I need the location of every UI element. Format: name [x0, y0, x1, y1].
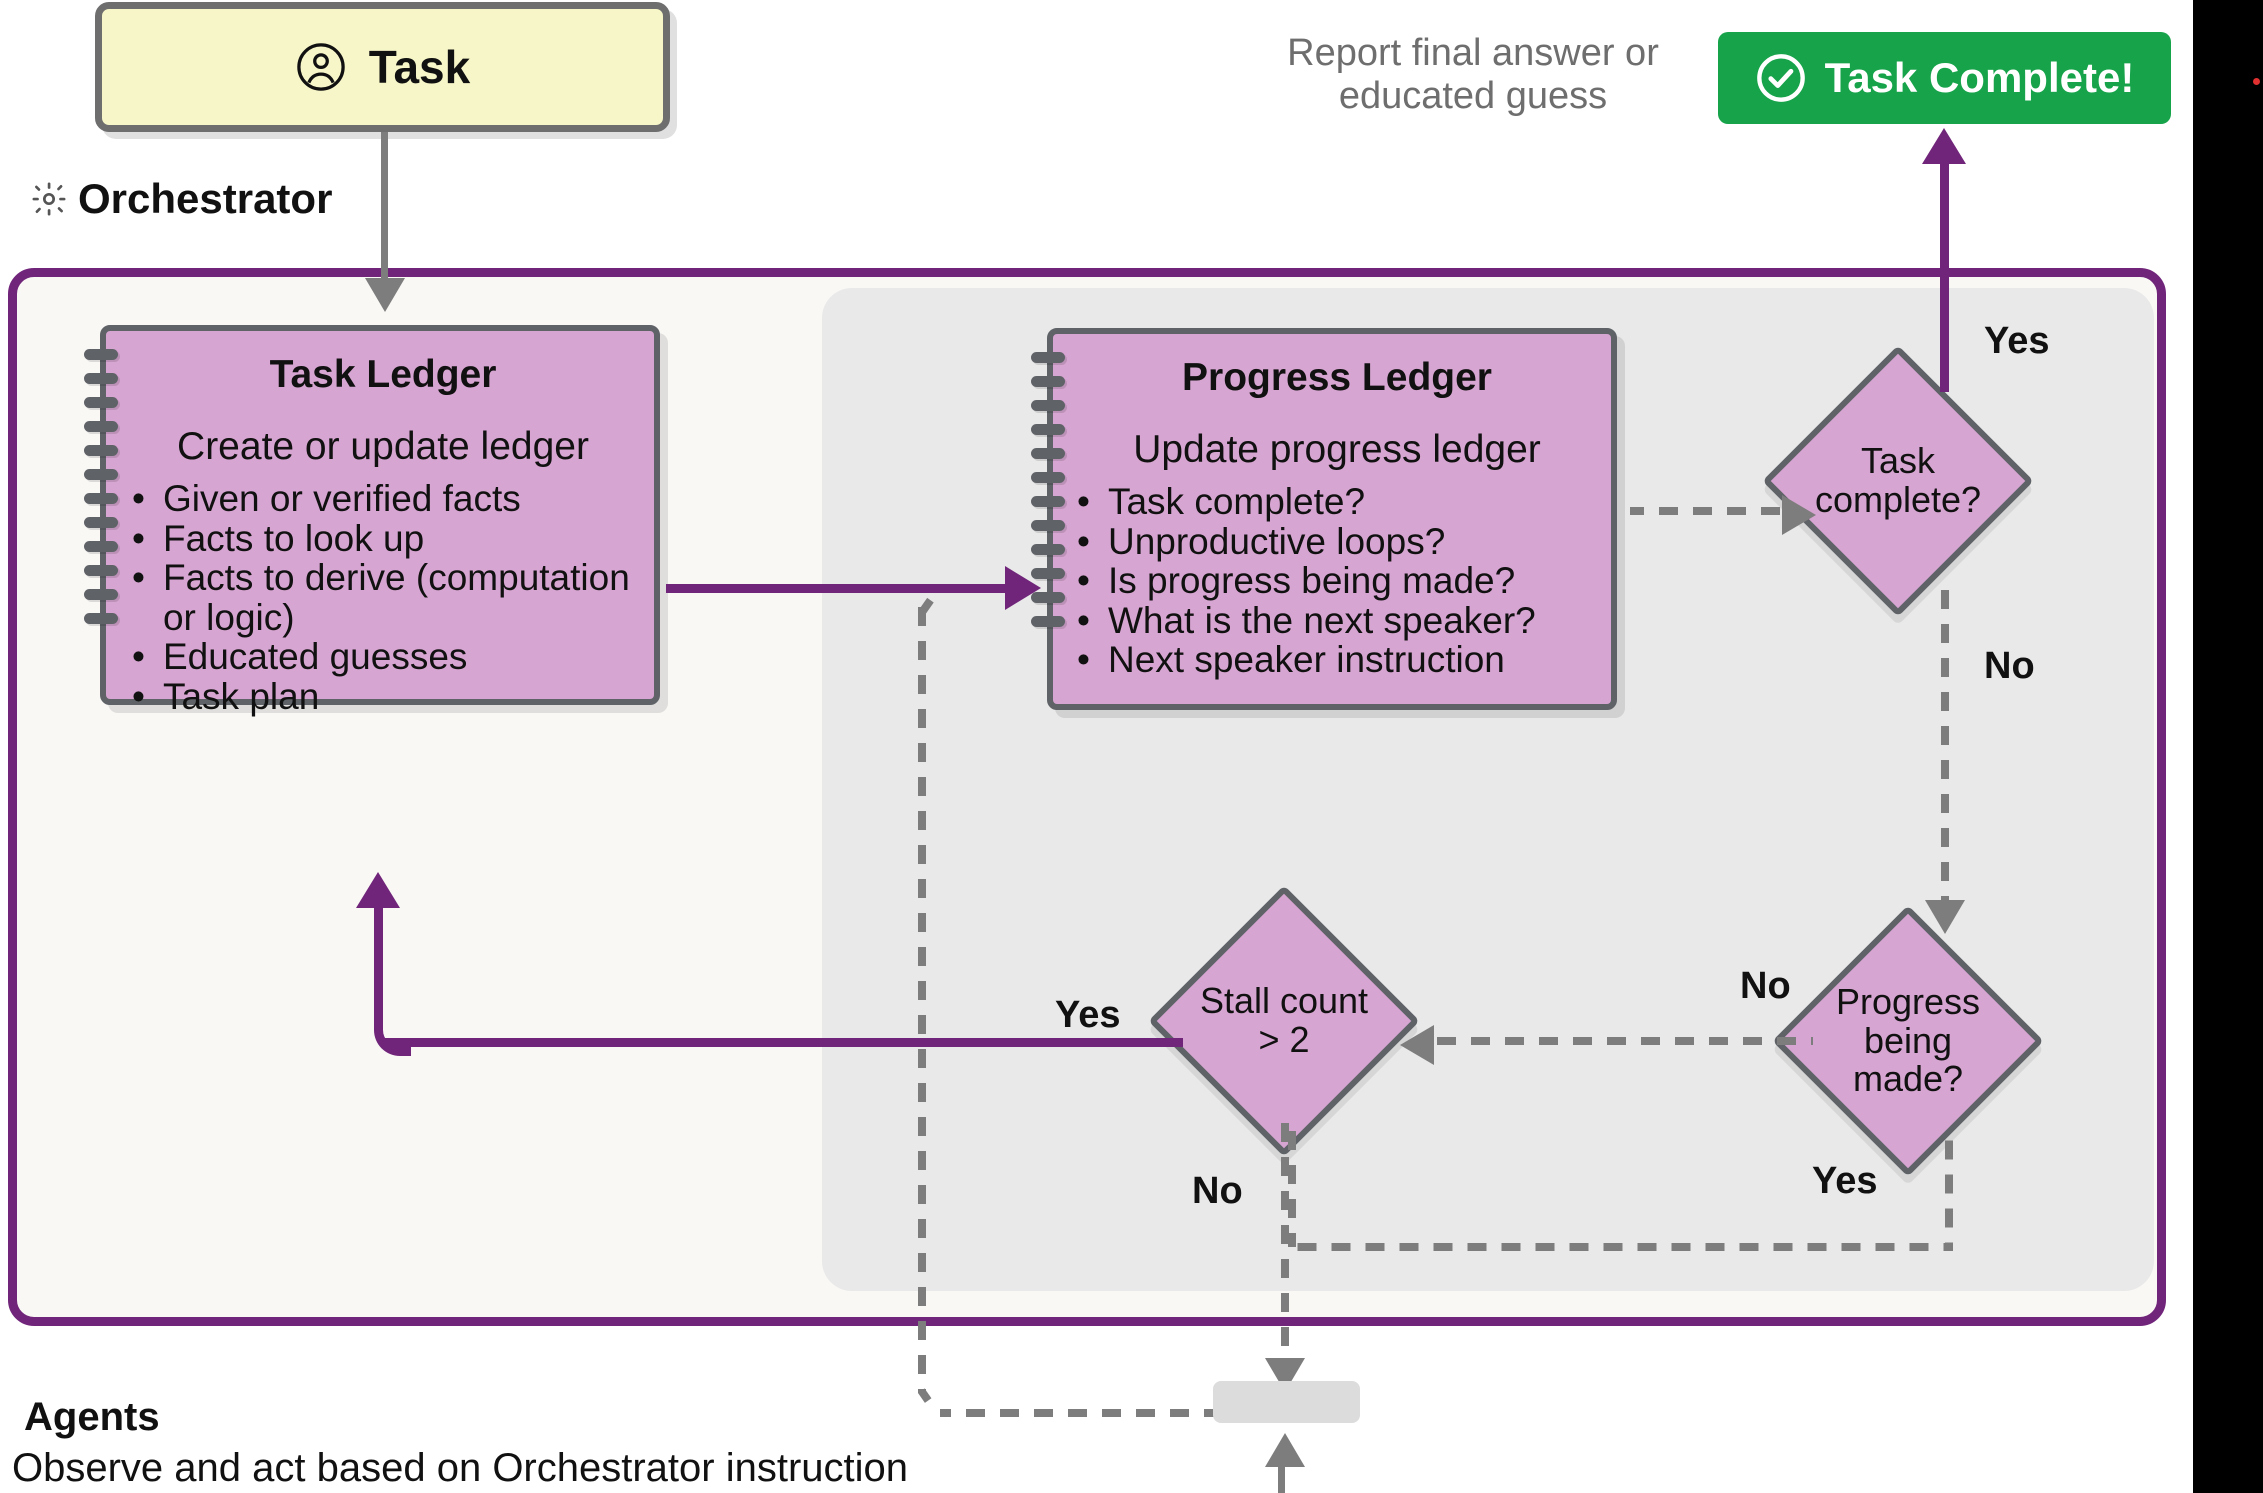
connector-task-complete-no-down: [1941, 578, 1949, 908]
progress-ledger-subtitle: Update progress ledger: [1133, 428, 1541, 471]
edge-label-progress-no: No: [1740, 965, 1791, 1007]
task-ledger-bullets: •Given or verified facts •Facts to look …: [132, 479, 634, 716]
connector-progress-to-task-complete: [1630, 507, 1790, 515]
connector-stall-yes-up: [374, 900, 383, 1030]
orchestrator-label-text: Orchestrator: [78, 175, 333, 222]
list-item: •Facts to look up: [132, 517, 425, 559]
bullet-glyph: •: [132, 517, 145, 559]
list-item: •Is progress being made?: [1077, 560, 1516, 602]
task-card[interactable]: Task: [95, 2, 670, 132]
list-item: •Unproductive loops?: [1077, 520, 1446, 562]
progress-ledger-card[interactable]: Progress Ledger Update progress ledger •…: [1031, 328, 1617, 710]
bullet-glyph: •: [1077, 481, 1090, 522]
list-item: •Educated guesses: [132, 636, 468, 678]
connector-progress-yes-down: [1945, 1135, 1953, 1248]
arrowhead-up-purple-task-ledger: [356, 872, 400, 908]
bullet-glyph: •: [132, 675, 145, 717]
connector-agents-feedback-right: [940, 1409, 1230, 1417]
edge-label-stall-no: No: [1192, 1170, 1243, 1212]
task-ledger-title: Task Ledger: [269, 353, 497, 396]
arrowhead-up-agent: [1265, 1433, 1305, 1467]
connector-stall-no-down: [1281, 1117, 1289, 1367]
agents-subtitle: Observe and act based on Orchestrator in…: [12, 1446, 909, 1490]
edge-label-task-complete-yes: Yes: [1984, 320, 2050, 362]
bullet-glyph: •: [1077, 560, 1090, 602]
list-item: •Facts to derive (computation or logic): [132, 557, 630, 638]
bullet-glyph: •: [1077, 599, 1090, 641]
connector-agents-feedback-up: [918, 603, 926, 1393]
task-card-label: Task: [368, 41, 471, 93]
edge-label-task-complete-no: No: [1984, 645, 2035, 687]
list-item: •Task plan: [132, 675, 320, 717]
arrowhead-down: [365, 278, 405, 312]
orchestrator-label: Orchestrator: [30, 175, 332, 223]
right-gutter: [2193, 0, 2263, 1493]
connector-agent-up-stem: [1278, 1466, 1285, 1493]
decision-progress-being-made[interactable]: Progress being made?: [1772, 905, 2044, 1177]
bullet-glyph: •: [132, 478, 145, 519]
decision-task-complete[interactable]: Task complete?: [1762, 345, 2034, 617]
bullet-glyph: •: [1077, 639, 1090, 681]
decision-label: Task complete?: [1814, 440, 1982, 520]
task-ledger-subtitle: Create or update ledger: [177, 425, 589, 468]
progress-ledger-title: Progress Ledger: [1182, 356, 1492, 399]
connector-stall-yes-left: [383, 1038, 1183, 1047]
decision-label: Stall count > 2: [1199, 980, 1369, 1060]
task-complete-label: Task Complete!: [1824, 54, 2135, 101]
list-item: •Task complete?: [1077, 481, 1366, 522]
agents-title: Agents: [24, 1395, 160, 1439]
arrowhead-right-gray: [1782, 495, 1816, 535]
bullet-glyph: •: [1077, 520, 1090, 562]
list-item: •Given or verified facts: [132, 478, 521, 519]
connector-agents-feedback-elbow: [918, 1388, 932, 1403]
report-final-answer-note: Report final answer or educated guess: [1287, 32, 1659, 117]
edge-label-stall-yes: Yes: [1055, 994, 1121, 1036]
gear-icon: [32, 182, 66, 216]
check-circle-icon: [1756, 54, 1805, 102]
bullet-glyph: •: [132, 557, 145, 599]
list-item: •Next speaker instruction: [1077, 639, 1505, 681]
arrowhead-down-gray: [1925, 900, 1965, 934]
connector-progress-no-to-stall: [1435, 1037, 1813, 1045]
arrowhead-left-gray: [1400, 1025, 1434, 1065]
task-complete-badge[interactable]: Task Complete!: [1718, 32, 2171, 124]
bullet-glyph: •: [132, 636, 145, 678]
connector-elbow-stall-yes: [374, 1010, 411, 1056]
gutter-indicator-dot: [2253, 78, 2260, 85]
connector-progress-yes-up: [1288, 1117, 1296, 1247]
decision-stall-count[interactable]: Stall count > 2: [1148, 885, 1420, 1157]
task-ledger-card[interactable]: Task Ledger Create or update ledger •Giv…: [84, 325, 660, 716]
edge-label-progress-yes: Yes: [1812, 1160, 1878, 1202]
user-circle-icon: [297, 43, 345, 91]
list-item: •What is the next speaker?: [1077, 599, 1536, 641]
arrowhead-right-purple: [1005, 566, 1041, 610]
decision-label: Progress being made?: [1835, 980, 1981, 1100]
spiral-binding-icon: [1031, 352, 1065, 686]
arrowhead-up-purple: [1922, 128, 1966, 164]
agent-placeholder-box[interactable]: [1213, 1381, 1360, 1423]
connector-task-to-ledger: [381, 132, 388, 280]
progress-ledger-bullets: •Task complete? •Unproductive loops? •Is…: [1077, 482, 1597, 680]
connector-progress-yes-left: [1288, 1243, 1953, 1251]
spiral-binding-icon: [84, 349, 118, 681]
connector-task-complete-yes-up: [1940, 160, 1949, 392]
connector-task-ledger-to-progress-ledger: [666, 584, 1021, 593]
